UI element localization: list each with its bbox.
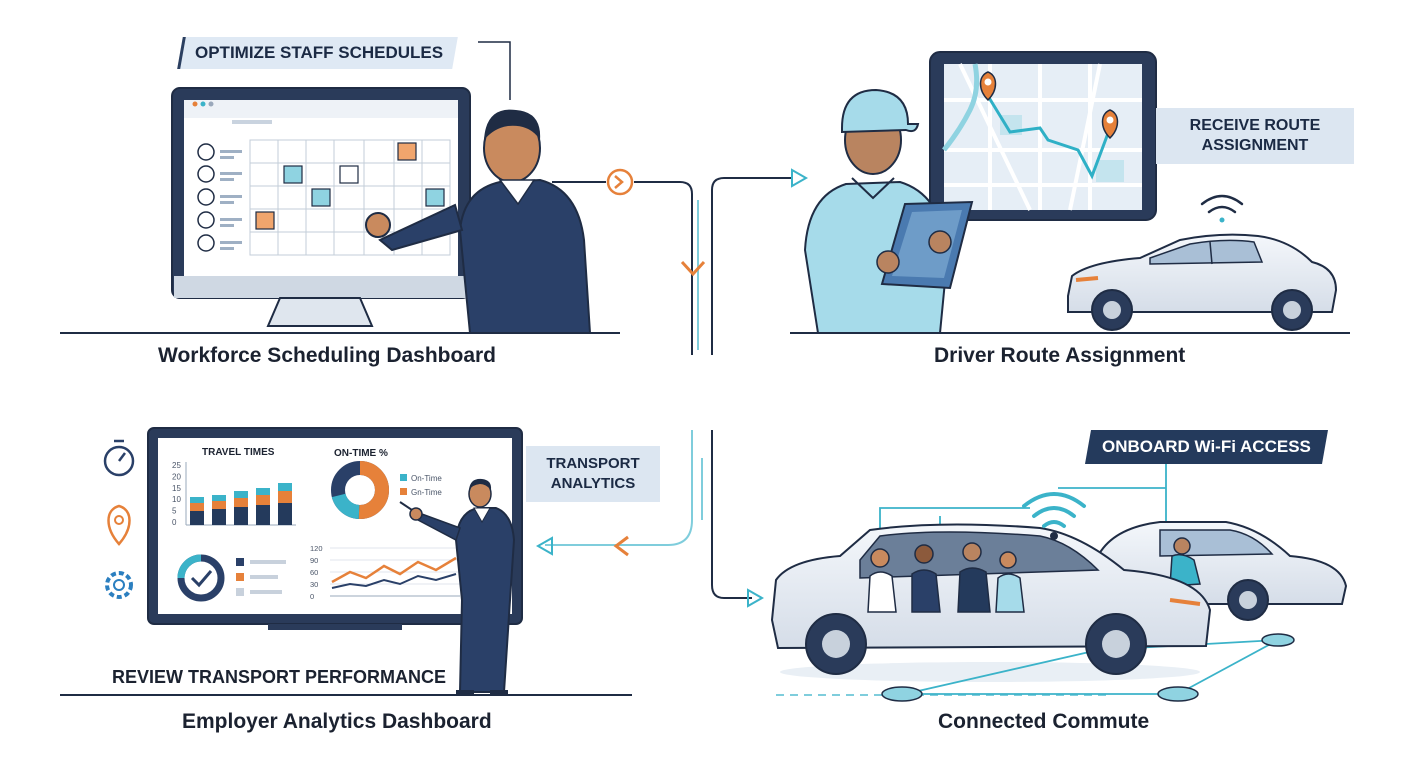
arrow-right-icon [791, 168, 809, 188]
on-time-donut-chart [331, 461, 407, 519]
gear-icon [105, 571, 133, 599]
scheduling-scene [60, 41, 620, 334]
trend-line-chart [330, 547, 460, 597]
travel-times-bar [212, 509, 226, 525]
arrow-right-icon [747, 588, 765, 608]
travel-times-bar [256, 495, 270, 505]
travel-times-title: TRAVEL TIMES [202, 447, 275, 458]
flow-node-icon [606, 168, 634, 196]
trend-y-tick: 120 [310, 544, 323, 553]
travel-times-bar [278, 483, 292, 491]
on-time-title: ON-TIME % [334, 448, 388, 459]
travel-times-y-tick: 20 [172, 472, 181, 481]
tag-optimize-schedules: OPTIMIZE STAFF SCHEDULES [177, 37, 458, 69]
analytics-scene [60, 427, 632, 696]
manager-figure [458, 178, 592, 334]
trend-y-tick: 30 [310, 580, 318, 589]
travel-times-bar [190, 511, 204, 525]
legend-swatch-on-time [400, 474, 407, 481]
tag-onboard-wifi: ONBOARD Wi-Fi ACCESS [1085, 430, 1328, 464]
network-node [881, 633, 1295, 702]
chevron-left-icon [613, 535, 629, 557]
arrow-left-icon [535, 536, 553, 556]
location-pin-icon [107, 504, 131, 546]
performance-gauge [177, 554, 286, 602]
travel-times-bar [278, 491, 292, 503]
travel-times-bar [190, 497, 204, 503]
travel-times-bar [234, 507, 248, 525]
map-pin-icon [979, 71, 997, 102]
travel-times-bar [234, 498, 248, 507]
stopwatch-icon [103, 439, 135, 477]
travel-times-chart [185, 462, 296, 526]
wifi-icon [1200, 194, 1244, 223]
travel-times-y-tick: 0 [172, 518, 177, 527]
legend-label-gn-time: Gn-Time [411, 488, 442, 497]
chevron-right-icon [614, 175, 624, 189]
trend-y-tick: 90 [310, 556, 318, 565]
travel-times-bar [256, 505, 270, 525]
passenger-figures [867, 542, 1025, 613]
travel-times-bar [190, 503, 204, 511]
travel-times-bar [212, 495, 226, 501]
legend-swatch-gn-time [400, 488, 407, 495]
travel-times-bar [256, 488, 270, 495]
chevron-down-icon [680, 260, 706, 277]
tag-review-performance: REVIEW TRANSPORT PERFORMANCE [112, 667, 447, 687]
caption-driver-route: Driver Route Assignment [934, 344, 1186, 367]
trend-y-tick: 0 [310, 592, 314, 601]
checkmark-icon [190, 570, 213, 588]
car-sedan [1067, 233, 1338, 313]
caption-analytics-dashboard: Employer Analytics Dashboard [182, 710, 492, 733]
route-line [986, 95, 1112, 180]
flow-connectors [545, 177, 792, 599]
caption-connected-commute: Connected Commute [938, 710, 1150, 733]
legend-label-on-time: On-Time [411, 474, 442, 483]
travel-times-bar [234, 491, 248, 498]
commute-scene [770, 462, 1348, 702]
travel-times-y-tick: 25 [172, 461, 181, 470]
travel-times-bar [212, 501, 226, 509]
travel-times-y-tick: 15 [172, 484, 181, 493]
travel-times-y-tick: 5 [172, 507, 177, 516]
driver-scene [790, 51, 1350, 334]
travel-times-y-tick: 10 [172, 495, 181, 504]
trend-y-tick: 60 [310, 568, 318, 577]
tag-transport-analytics: TRANSPORT ANALYTICS [526, 446, 660, 502]
map-pin-icon [1101, 109, 1119, 140]
tag-receive-route: RECEIVE ROUTE ASSIGNMENT [1156, 108, 1354, 164]
travel-times-bar [278, 503, 292, 525]
caption-scheduling-dashboard: Workforce Scheduling Dashboard [158, 344, 496, 367]
presenter-figure [454, 507, 516, 693]
wifi-icon [1022, 492, 1086, 540]
